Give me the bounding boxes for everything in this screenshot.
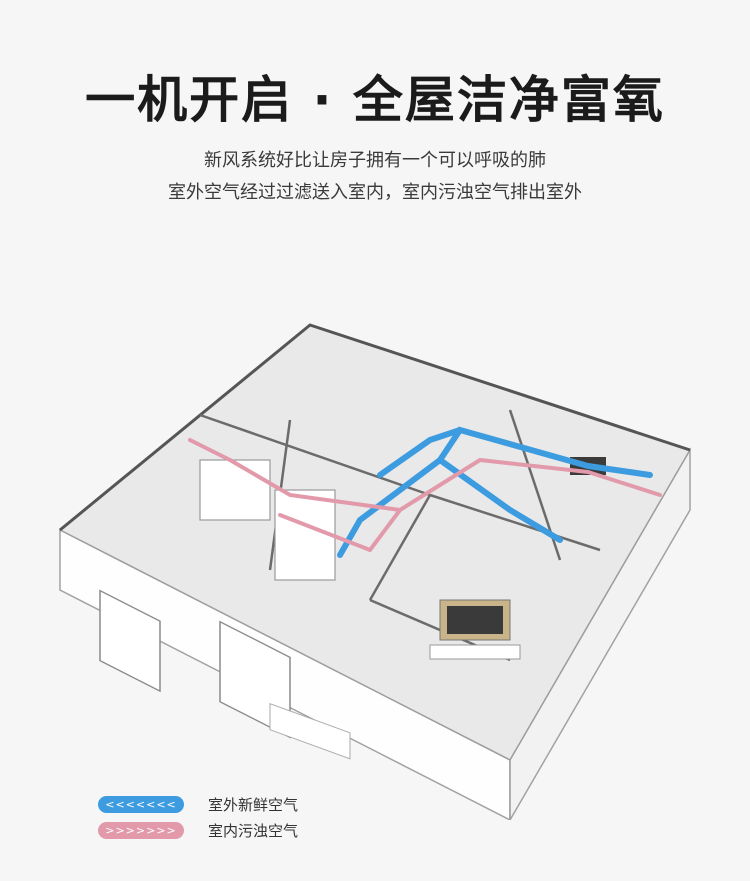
fresh-air-swatch: <<<<<<<	[98, 796, 184, 813]
page-title: 一机开启 · 全屋洁净富氧	[85, 71, 665, 129]
subtitle-line-2: 室外空气经过过滤送入室内，室内污浊空气排出室外	[168, 182, 582, 203]
exhaust-air-ducts	[188, 438, 662, 553]
legend-fresh-air: <<<<<<< 室外新鲜空气	[98, 794, 298, 815]
subtitle-line-1: 新风系统好比让房子拥有一个可以呼吸的肺	[204, 150, 546, 171]
fresh-air-ducts	[337, 426, 653, 558]
legend-exhaust-air: >>>>>>> 室内污浊空气	[98, 820, 298, 841]
front-right-wall	[509, 447, 691, 820]
kitchen-cabinets	[199, 459, 336, 581]
exhaust-air-swatch: >>>>>>>	[98, 822, 184, 839]
back-walls	[59, 323, 691, 532]
exhaust-air-label: 室内污浊空气	[208, 822, 299, 840]
tv-unit	[429, 599, 521, 660]
house-cutaway-illustration	[58, 323, 692, 820]
fresh-air-label: 室外新鲜空气	[208, 796, 299, 814]
dining-table	[269, 703, 351, 760]
